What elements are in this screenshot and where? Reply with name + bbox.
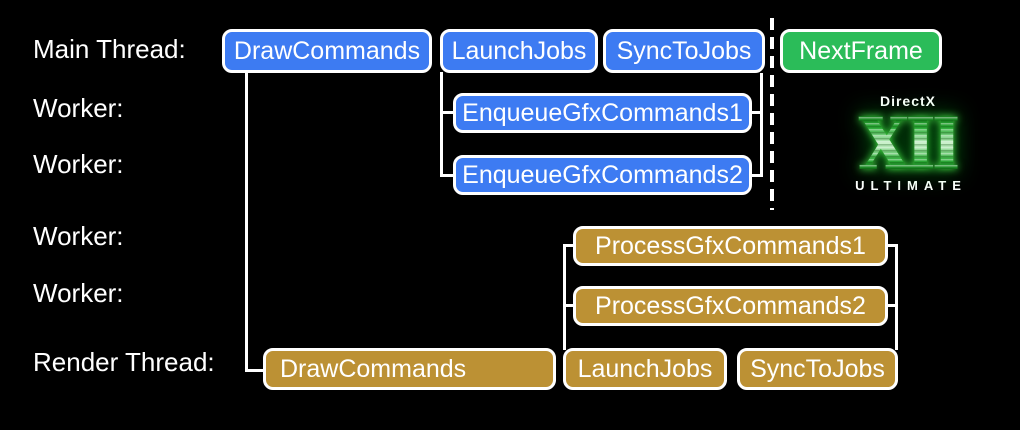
worker-label-2: Worker:: [33, 149, 124, 179]
directx-12-ultimate-logo: DirectX XII ULTIMATE: [840, 93, 976, 193]
directx-xii-numeral: XII: [858, 101, 958, 186]
connector-launchjobs-stub-2: [440, 174, 454, 177]
box-main-launchjobs: LaunchJobs: [440, 29, 598, 73]
connector-main-draw-to-render-draw: [245, 72, 265, 372]
connector-launchjobs-stub-1: [440, 111, 454, 114]
box-nextframe: NextFrame: [780, 29, 942, 73]
box-processgfxcommands1: ProcessGfxCommands1: [573, 226, 888, 266]
box-render-launchjobs: LaunchJobs: [563, 348, 727, 390]
directx-ultimate-text: ULTIMATE: [855, 178, 967, 193]
connector-synctojobs-vertical: [760, 73, 763, 177]
connector-render-launch-stub-2: [563, 304, 576, 307]
render-thread-label: Render Thread:: [33, 347, 215, 377]
connector-render-sync-stub-2: [885, 304, 898, 307]
box-render-synctojobs: SyncToJobs: [737, 348, 898, 390]
box-enqueuegfxcommands2: EnqueueGfxCommands2: [453, 155, 752, 195]
connector-launchjobs-vertical: [440, 72, 443, 177]
worker-label-1: Worker:: [33, 93, 124, 123]
box-main-synctojobs: SyncToJobs: [603, 29, 765, 73]
connector-render-sync-vertical: [895, 244, 898, 350]
connector-render-launch-vertical: [563, 244, 566, 350]
box-processgfxcommands2: ProcessGfxCommands2: [573, 286, 888, 326]
box-main-drawcommands: DrawCommands: [222, 29, 432, 73]
connector-render-launch-stub-1: [563, 244, 576, 247]
connector-synctojobs-stub-2: [750, 174, 763, 177]
directx-brand-text: DirectX: [879, 93, 937, 109]
worker-label-3: Worker:: [33, 221, 124, 251]
box-render-drawcommands: DrawCommands: [263, 348, 556, 390]
main-thread-label: Main Thread:: [33, 34, 186, 64]
frame-boundary-dashed-line: [770, 18, 774, 210]
connector-render-sync-stub-1: [885, 244, 898, 247]
worker-label-4: Worker:: [33, 278, 124, 308]
connector-synctojobs-stub-1: [750, 111, 763, 114]
box-enqueuegfxcommands1: EnqueueGfxCommands1: [453, 93, 752, 133]
